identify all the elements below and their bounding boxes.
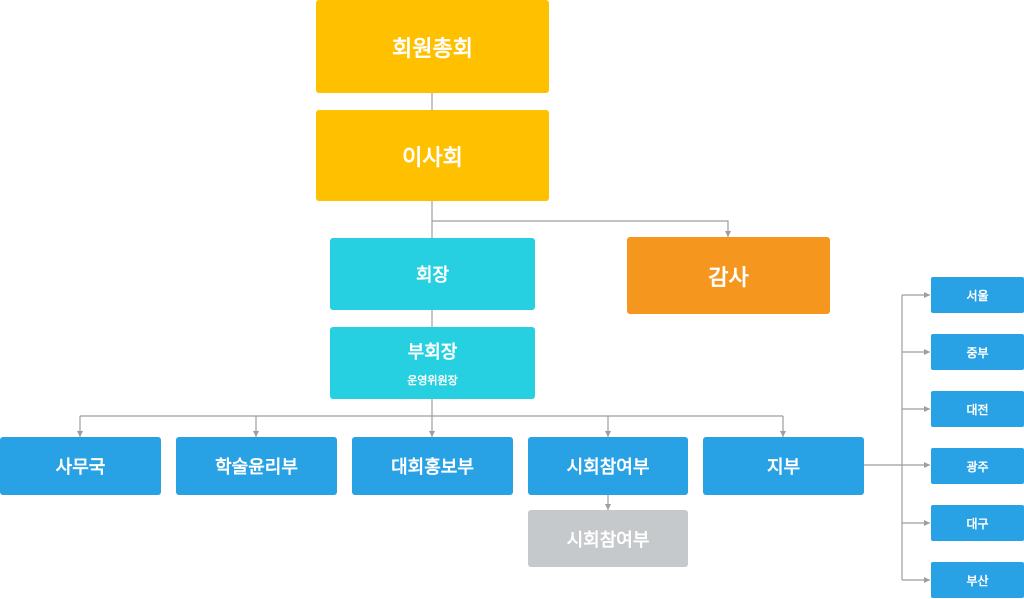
secretariat-node: 사무국 (0, 437, 161, 495)
auditor-node: 감사 (627, 237, 830, 314)
board-label: 이사회 (402, 145, 463, 171)
general-assembly-label: 회원총회 (392, 36, 473, 62)
branches-node: 지부 (703, 437, 864, 495)
branch-label: 서울 (966, 288, 989, 303)
convention-pr-label: 대회홍보부 (391, 457, 474, 478)
branch-label: 대구 (966, 516, 989, 531)
academic-ethics-node: 학술윤리부 (176, 437, 337, 495)
branch-label: 대전 (966, 402, 989, 417)
branch-item: 중부 (931, 334, 1024, 370)
branch-item: 부산 (931, 562, 1024, 598)
vice-president-node: 부회장 운영위원장 (330, 327, 535, 399)
branches-label: 지부 (766, 457, 801, 478)
vice-president-label: 부회장 (407, 342, 458, 363)
convention-pr-node: 대회홍보부 (352, 437, 513, 495)
vice-president-sublabel: 운영위원장 (407, 374, 458, 387)
branch-label: 중부 (966, 345, 989, 360)
general-assembly-node: 회원총회 (316, 0, 549, 93)
branch-item: 대구 (931, 505, 1024, 541)
board-node: 이사회 (316, 110, 549, 201)
secretariat-label: 사무국 (55, 457, 106, 478)
connector-board-auditor (432, 220, 731, 237)
president-node: 회장 (330, 238, 535, 310)
city-participation-sub-node: 시회참여부 (528, 510, 688, 567)
branch-item: 대전 (931, 391, 1024, 427)
city-participation-node: 시회참여부 (528, 437, 688, 495)
city-participation-label: 시회참여부 (566, 457, 650, 478)
president-label: 회장 (415, 265, 450, 286)
academic-ethics-label: 학술윤리부 (215, 457, 298, 478)
city-participation-sub-label: 시회참여부 (566, 529, 650, 551)
branch-label: 부산 (966, 573, 989, 588)
branch-item: 서울 (931, 277, 1024, 313)
auditor-label: 감사 (708, 265, 749, 291)
branch-label: 광주 (966, 459, 989, 474)
branch-item: 광주 (931, 448, 1024, 484)
